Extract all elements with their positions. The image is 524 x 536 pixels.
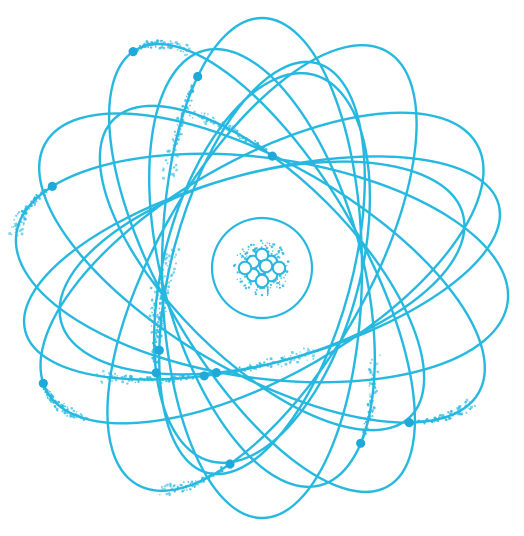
electron bbox=[356, 439, 365, 448]
electron bbox=[225, 459, 234, 468]
electron bbox=[405, 418, 414, 427]
electron bbox=[268, 152, 277, 161]
electron bbox=[155, 346, 164, 355]
nucleus-particle bbox=[239, 262, 251, 274]
nucleus-particle bbox=[273, 262, 285, 274]
electron-trail bbox=[8, 189, 47, 237]
electron-trail bbox=[362, 354, 381, 439]
electron bbox=[129, 47, 138, 56]
electron bbox=[200, 371, 209, 380]
nucleus bbox=[212, 218, 312, 318]
nucleus-particle bbox=[260, 260, 272, 272]
nucleus-particle bbox=[256, 275, 268, 287]
electron bbox=[193, 72, 202, 81]
electron bbox=[152, 368, 161, 377]
electron bbox=[39, 379, 48, 388]
electron bbox=[212, 368, 221, 377]
electron bbox=[48, 182, 57, 191]
electron-trail bbox=[416, 399, 476, 425]
electron-trail bbox=[43, 387, 89, 421]
electron-trail bbox=[136, 39, 190, 56]
